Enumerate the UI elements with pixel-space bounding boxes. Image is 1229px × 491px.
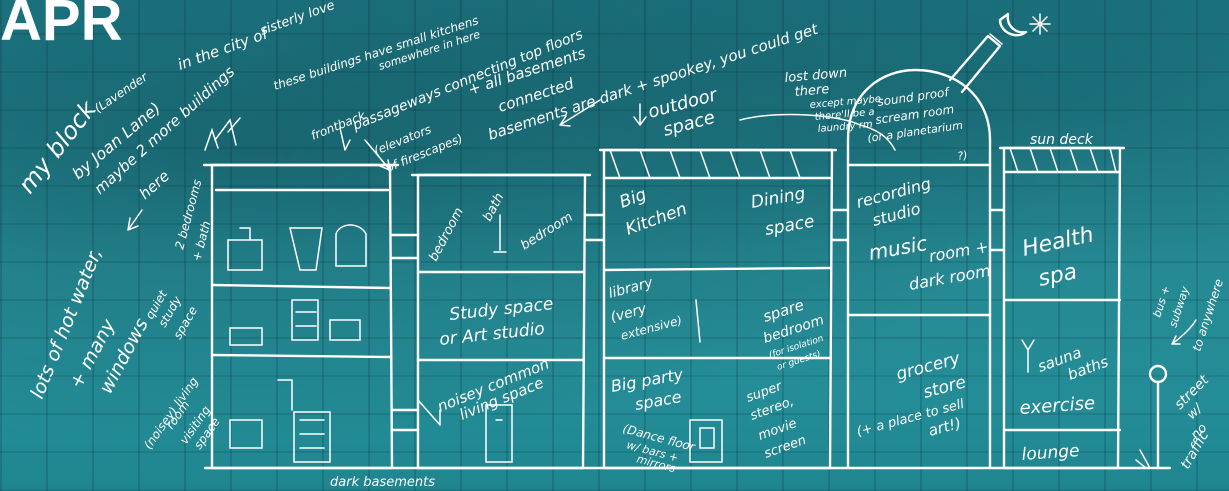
building-5 (1000, 148, 1124, 468)
b4-music-1: music (867, 231, 929, 265)
b2-bath: bath (480, 191, 507, 224)
b2-bedroom: bedroom (426, 205, 467, 264)
note-lost-down-2: there (794, 82, 830, 100)
b5-sundeck: sun deck (1030, 132, 1094, 148)
connector-1-2 (392, 235, 418, 430)
building-1 (204, 118, 398, 468)
b3-dining-1: Dining (749, 184, 807, 213)
arrow-outdoor (634, 104, 646, 125)
b3-party-2: space (633, 387, 683, 414)
b3-library-1: library (607, 275, 655, 302)
bus-stop-sign (1136, 366, 1166, 468)
b4-scream-4: ?) (957, 149, 969, 163)
b4-music-3: dark room (907, 261, 992, 294)
note-basements-dark: basements are dark + spookey, you could … (486, 19, 821, 143)
note-maybe-more-2: here (136, 167, 173, 203)
b5-lounge: lounge (1021, 441, 1080, 465)
arrow-maybe (128, 210, 142, 230)
header-title: APR (0, 0, 122, 53)
connector-3-4 (832, 210, 848, 240)
note-city-line2: sisterly love (258, 0, 337, 39)
b5-health-2: spa (1036, 259, 1079, 292)
note-my-block: my block (13, 95, 103, 199)
note-dark-basements: dark basements (330, 475, 435, 490)
connector-2-3 (585, 215, 604, 240)
connector-4-5 (990, 210, 1004, 250)
b2-bedroom-2: bedroom (518, 210, 575, 254)
b3-dining-2: space (763, 212, 816, 240)
b3-kitchen-1: Big (617, 185, 650, 213)
note-street-4: traffic (1178, 428, 1213, 472)
b5-health-1: Health (1020, 222, 1096, 261)
note-bus-3: to anywhere (1190, 277, 1227, 353)
b1-bath: + bath (189, 219, 213, 262)
b5-exercise: exercise (1019, 393, 1096, 419)
